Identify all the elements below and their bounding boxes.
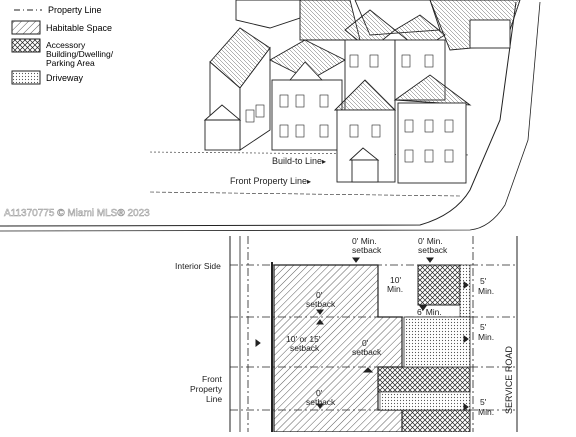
label-five-min-bottom-2: Min. [478, 407, 494, 417]
legend-accessory-2: Building/Dwelling/ [46, 49, 114, 59]
accessory-swatch [11, 38, 41, 53]
label-zero-setback-a-1: 0' [316, 290, 323, 300]
legend-property-line: Property Line [48, 5, 102, 15]
legend-habitable: Habitable Space [46, 23, 112, 33]
setback-arrow-8-icon [463, 281, 469, 289]
setback-arrow-10-icon [463, 403, 469, 411]
street-rendering [0, 0, 541, 232]
house-center-gable [289, 61, 324, 81]
house-center [271, 79, 343, 151]
site-plan [229, 236, 518, 433]
setback-arrow-2-icon [426, 257, 434, 263]
label-ten-fifteen-2: setback [290, 343, 320, 353]
house-left-porch [204, 119, 241, 151]
setback-arrow-9-icon [463, 335, 469, 343]
driveway-top [459, 264, 471, 318]
road-edge [0, 1, 517, 227]
setback-arrow-1-icon [352, 257, 360, 263]
front-property-line-label: Front Property Line [230, 176, 307, 186]
setback-arrow-4-icon [316, 319, 324, 325]
porch [351, 159, 379, 183]
label-min-setback-right-1: 0' Min. [418, 236, 443, 246]
accessory-bottom [401, 409, 471, 433]
label-zero-setback-c-1: 0' [316, 388, 323, 398]
label-five-min-mid-2: Min. [478, 332, 494, 342]
label-zero-setback-b-2: setback [352, 347, 382, 357]
build-to-line [149, 151, 471, 156]
label-ten-min-1: 10' [390, 275, 401, 285]
setback-arrow-11-icon [255, 339, 261, 347]
setback-arrow-5-icon [419, 305, 427, 311]
front-property-arrow-icon: ▸ [307, 177, 311, 186]
plan-labels: 0' Min. setback 0' Min. setback Interior… [175, 236, 494, 417]
driveway-mid [403, 316, 471, 368]
windows [245, 54, 454, 163]
label-five-min-top-1: 5' [480, 276, 487, 286]
label-ten-fifteen-1: 10' or 15' [286, 334, 321, 344]
label-front-property-3: Line [206, 394, 222, 404]
label-zero-setback-a-2: setback [306, 299, 336, 309]
label-service-road: SERVICE ROAD [504, 346, 514, 414]
accessory-mid [377, 366, 471, 393]
label-zero-setback-c-2: setback [306, 397, 336, 407]
legend-accessory-3: Parking Area [46, 58, 95, 68]
house-back-4 [469, 19, 511, 49]
watermark: A11370775 © Miami MLS® 2023 [4, 208, 150, 219]
house-fr-2 [397, 102, 467, 184]
curb-line [0, 1, 541, 232]
build-to-line-label: Build-to Line [272, 156, 322, 166]
label-ten-min-2: Min. [387, 284, 403, 294]
label-five-min-top-2: Min. [478, 286, 494, 296]
label-min-setback-left-1: 0' Min. [352, 236, 377, 246]
accessory-top [417, 264, 461, 306]
setback-arrow-7-icon [316, 403, 324, 409]
house-left-porch-roof [203, 104, 242, 121]
label-five-min-mid-1: 5' [480, 322, 487, 332]
setback-arrow-6-icon [362, 367, 374, 373]
house-fr-2-roof [393, 74, 472, 106]
habitable-swatch [11, 20, 41, 35]
front-property-line [149, 191, 461, 197]
label-min-setback-right-2: setback [418, 245, 448, 255]
setback-arrow-3-icon [316, 309, 324, 315]
label-zero-setback-b-1: 0' [362, 338, 369, 348]
driveway-bottom [379, 391, 471, 411]
house-back-1 [235, 0, 301, 29]
label-interior-side: Interior Side [175, 261, 221, 271]
legend-driveway: Driveway [46, 73, 84, 83]
label-six-min: 6' Min. [417, 307, 442, 317]
build-to-arrow-icon: ▸ [322, 157, 326, 166]
legend-accessory-1: Accessory [46, 40, 86, 50]
legend: Property Line Habitable Space Accessory … [11, 5, 114, 85]
driveway-swatch [11, 70, 41, 85]
label-front-property-1: Front [202, 374, 222, 384]
label-five-min-bottom-1: 5' [480, 397, 487, 407]
label-min-setback-left-2: setback [352, 245, 382, 255]
label-front-property-2: Property [190, 384, 223, 394]
